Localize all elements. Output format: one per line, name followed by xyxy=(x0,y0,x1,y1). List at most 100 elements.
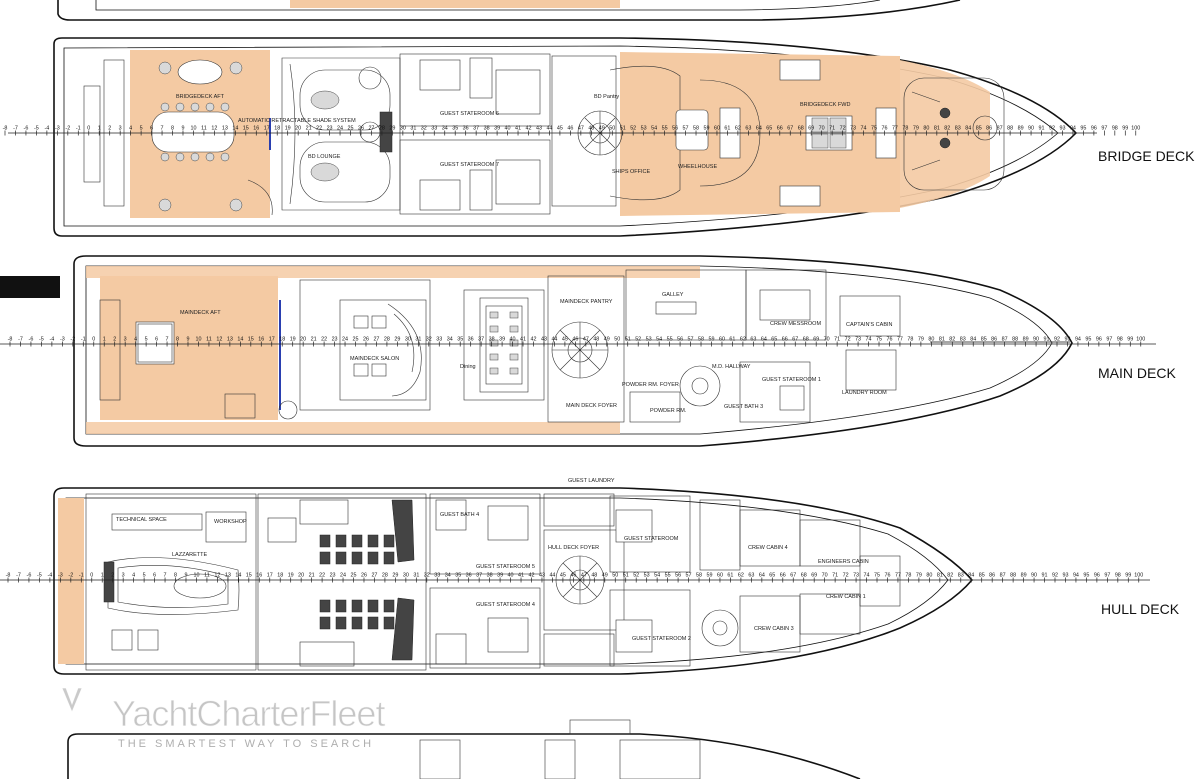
frame-tick-label: 53 xyxy=(644,573,650,579)
room-label: POWDER RM. xyxy=(650,408,687,414)
room-label: MAIN DECK FOYER xyxy=(566,403,617,409)
frame-tick-label: 11 xyxy=(206,337,212,343)
frame-tick-label: 9 xyxy=(181,126,184,132)
frame-tick-label: 5 xyxy=(145,337,148,343)
frame-tick-label: -7 xyxy=(13,126,18,132)
frame-tick-label: 30 xyxy=(405,337,411,343)
frame-tick-label: -4 xyxy=(47,573,52,579)
frame-tick-label: 14 xyxy=(235,573,241,579)
frame-tick-label: 68 xyxy=(803,337,809,343)
frame-tick-label: 25 xyxy=(353,337,359,343)
frame-tick-label: 7 xyxy=(164,573,167,579)
frame-tick-label: -3 xyxy=(55,126,60,132)
frame-tick-label: 15 xyxy=(248,337,254,343)
hull-deck xyxy=(53,487,974,675)
frame-tick-label: 50 xyxy=(614,337,620,343)
frame-tick-label: 48 xyxy=(593,337,599,343)
frame-tick-label: 100 xyxy=(1131,126,1140,132)
room-label: GUEST STATEROOM 7 xyxy=(440,162,499,168)
frame-tick-label: 23 xyxy=(332,337,338,343)
frame-tick-label: 90 xyxy=(1033,337,1039,343)
frame-tick-label: 40 xyxy=(510,337,516,343)
frame-tick-label: 9 xyxy=(186,337,189,343)
frame-tick-label: 86 xyxy=(986,126,992,132)
frame-tick-label: 13 xyxy=(227,337,233,343)
frame-tick-label: 55 xyxy=(662,126,668,132)
frame-tick-label: 21 xyxy=(309,573,315,579)
frame-tick-label: -4 xyxy=(44,126,49,132)
frame-tick-label: 58 xyxy=(693,126,699,132)
frame-tick-label: 81 xyxy=(934,126,940,132)
frame-tick-label: 79 xyxy=(918,337,924,343)
frame-tick-label: 29 xyxy=(392,573,398,579)
frame-tick-label: 94 xyxy=(1073,573,1079,579)
room-label: BRIDGEDECK AFT xyxy=(176,94,225,100)
frame-tick-label: 42 xyxy=(531,337,537,343)
frame-tick-label: 100 xyxy=(1134,573,1143,579)
frame-tick-label: 72 xyxy=(843,573,849,579)
frame-tick-label: 96 xyxy=(1094,573,1100,579)
frame-tick-label: 0 xyxy=(87,126,90,132)
room-label: GUEST STATEROOM 4 xyxy=(476,602,535,608)
frame-tick-label: 69 xyxy=(808,126,814,132)
frame-tick-label: 32 xyxy=(424,573,430,579)
frame-tick-label: 3 xyxy=(122,573,125,579)
frame-tick-label: 73 xyxy=(855,337,861,343)
room-label: MAINDECK SALON xyxy=(350,356,399,362)
frame-tick-label: 70 xyxy=(824,337,830,343)
frame-tick-label: 65 xyxy=(771,337,777,343)
frame-tick-label: 37 xyxy=(476,573,482,579)
room-label: WHEELHOUSE xyxy=(678,164,717,170)
deck-label-main: MAIN DECK xyxy=(1098,365,1176,381)
frame-tick-label: 1 xyxy=(103,337,106,343)
frame-tick-label: 38 xyxy=(487,573,493,579)
frame-tick-label: 25 xyxy=(351,573,357,579)
frame-tick-label: 57 xyxy=(688,337,694,343)
frame-tick-label: 25 xyxy=(348,126,354,132)
frame-tick-label: 12 xyxy=(216,337,222,343)
frame-tick-label: 61 xyxy=(724,126,730,132)
room-label: GUEST BATH 3 xyxy=(724,404,763,410)
frame-tick-label: 97 xyxy=(1104,573,1110,579)
frame-tick-label: 61 xyxy=(729,337,735,343)
frame-tick-label: 51 xyxy=(620,126,626,132)
frame-tick-label: 8 xyxy=(171,126,174,132)
room-label: GUEST STATEROOM xyxy=(624,536,679,542)
frame-tick-label: 28 xyxy=(379,126,385,132)
frame-tick-label: 73 xyxy=(850,126,856,132)
frame-tick-label: 83 xyxy=(955,126,961,132)
frame-tick-label: 97 xyxy=(1106,337,1112,343)
frame-tick-label: 99 xyxy=(1125,573,1131,579)
frame-tick-label: -6 xyxy=(24,126,29,132)
frame-tick-label: 64 xyxy=(759,573,765,579)
frame-tick-label: 44 xyxy=(549,573,555,579)
frame-tick-label: 18 xyxy=(279,337,285,343)
frame-tick-label: 64 xyxy=(761,337,767,343)
frame-tick-label: 74 xyxy=(864,573,870,579)
frame-tick-label: 78 xyxy=(902,126,908,132)
frame-tick-label: 47 xyxy=(581,573,587,579)
frame-tick-label: -5 xyxy=(39,337,44,343)
frame-tick-label: 86 xyxy=(989,573,995,579)
frame-tick-label: 29 xyxy=(394,337,400,343)
room-label: CAPTAIN'S CABIN xyxy=(846,322,893,328)
frame-tick-label: 89 xyxy=(1018,126,1024,132)
frame-tick-label: 14 xyxy=(237,337,243,343)
frame-tick-label: 40 xyxy=(505,126,511,132)
frame-tick-label: 83 xyxy=(960,337,966,343)
frame-tick-label: 95 xyxy=(1083,573,1089,579)
frame-tick-label: 36 xyxy=(468,337,474,343)
frame-tick-label: 92 xyxy=(1049,126,1055,132)
frame-tick-label: 6 xyxy=(153,573,156,579)
frame-tick-label: 23 xyxy=(330,573,336,579)
frame-tick-label: 22 xyxy=(316,126,322,132)
frame-tick-label: 71 xyxy=(832,573,838,579)
frame-tick-label: 68 xyxy=(798,126,804,132)
frame-tick-label: 10 xyxy=(193,573,199,579)
frame-tick-label: 17 xyxy=(267,573,273,579)
frame-tick-label: 70 xyxy=(822,573,828,579)
frame-tick-label: 72 xyxy=(840,126,846,132)
frame-tick-label: 48 xyxy=(591,573,597,579)
frame-tick-label: 61 xyxy=(727,573,733,579)
